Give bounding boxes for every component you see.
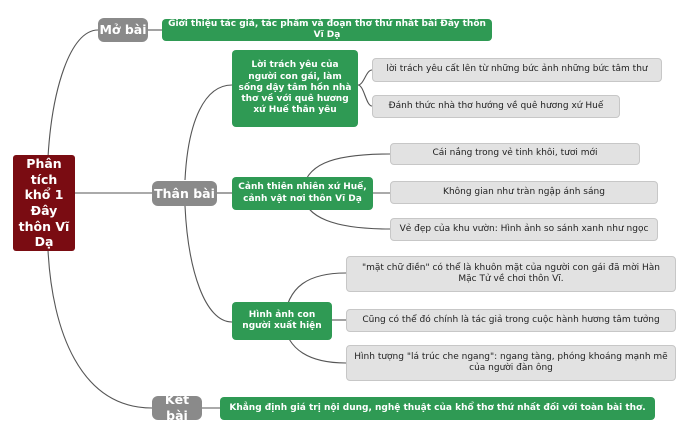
branch3-item2: Cũng có thể đó chính là tác giả trong cu… [346,309,676,332]
connector-than-bai-branch3 [184,205,233,323]
branch2-item1: Cái nắng trong vẻ tinh khôi, tươi mới [390,143,640,165]
than-bai-branch3: Hình ảnh con người xuất hiện [232,302,332,340]
branch3-item2-text: Cũng có thể đó chính là tác giả trong cu… [362,314,660,325]
connector-than-bai-branch1 [184,84,233,181]
section-mo-bai-label: Mở bài [99,22,147,38]
root-node: Phân tích khổ 1 Đây thôn Vĩ Dạ [13,155,75,251]
branch2-item1-text: Cái nắng trong vẻ tinh khôi, tươi mới [432,148,598,159]
connector-branch1-item2 [357,84,373,107]
connector-branch1-item1 [357,69,373,86]
branch3-item3: Hình tượng "lá trúc che ngang": ngang tà… [346,345,676,381]
mo-bai-content: Giới thiệu tác giả, tác phẩm và đoạn thơ… [162,19,492,41]
connector-root-mo-bai [47,29,99,158]
branch3-label: Hình ảnh con người xuất hiện [242,309,322,331]
branch2-item2: Không gian như tràn ngập ánh sáng [390,181,658,204]
section-ket-bai-label: Kết bài [164,392,190,423]
branch2-item3: Vẻ đẹp của khu vườn: Hình ảnh so sánh xa… [390,218,658,241]
branch3-item3-text: Hình tượng "lá trúc che ngang": ngang tà… [354,351,668,373]
branch2-item3-text: Vẻ đẹp của khu vườn: Hình ảnh so sánh xa… [399,223,649,234]
than-bai-branch1: Lời trách yêu của người con gái, làm sốn… [232,50,358,127]
section-than-bai: Thân bài [152,181,217,206]
than-bai-branch2: Cảnh thiên nhiên xứ Huế, cảnh vật nơi th… [232,177,373,210]
branch1-label: Lời trách yêu của người con gái, làm sốn… [238,60,352,116]
section-mo-bai: Mở bài [98,18,148,42]
branch3-item1: "mặt chữ điền" có thể là khuôn mặt của n… [346,256,676,292]
mo-bai-content-text: Giới thiệu tác giả, tác phẩm và đoạn thơ… [168,18,486,40]
branch1-item1-text: lời trách yêu cất lên từ những bức ảnh n… [386,64,648,75]
connector-root-ket-bai [47,249,153,409]
root-label: Phân tích khổ 1 Đây thôn Vĩ Dạ [18,156,70,250]
section-ket-bai: Kết bài [152,392,202,423]
branch1-item2-text: Đánh thức nhà thơ hướng về quê hương xứ … [388,100,604,111]
branch2-label: Cảnh thiên nhiên xứ Huế, cảnh vật nơi th… [238,182,367,204]
branch1-item1: lời trách yêu cất lên từ những bức ảnh n… [372,58,662,82]
branch3-item1-text: "mặt chữ điền" có thể là khuôn mặt của n… [361,262,660,284]
branch1-item2: Đánh thức nhà thơ hướng về quê hương xứ … [372,95,620,118]
ket-bai-content-text: Khẳng định giá trị nội dung, nghệ thuật … [229,402,646,413]
branch2-item2-text: Không gian như tràn ngập ánh sáng [443,186,605,197]
ket-bai-content: Khẳng định giá trị nội dung, nghệ thuật … [220,397,655,420]
section-than-bai-label: Thân bài [154,185,215,201]
